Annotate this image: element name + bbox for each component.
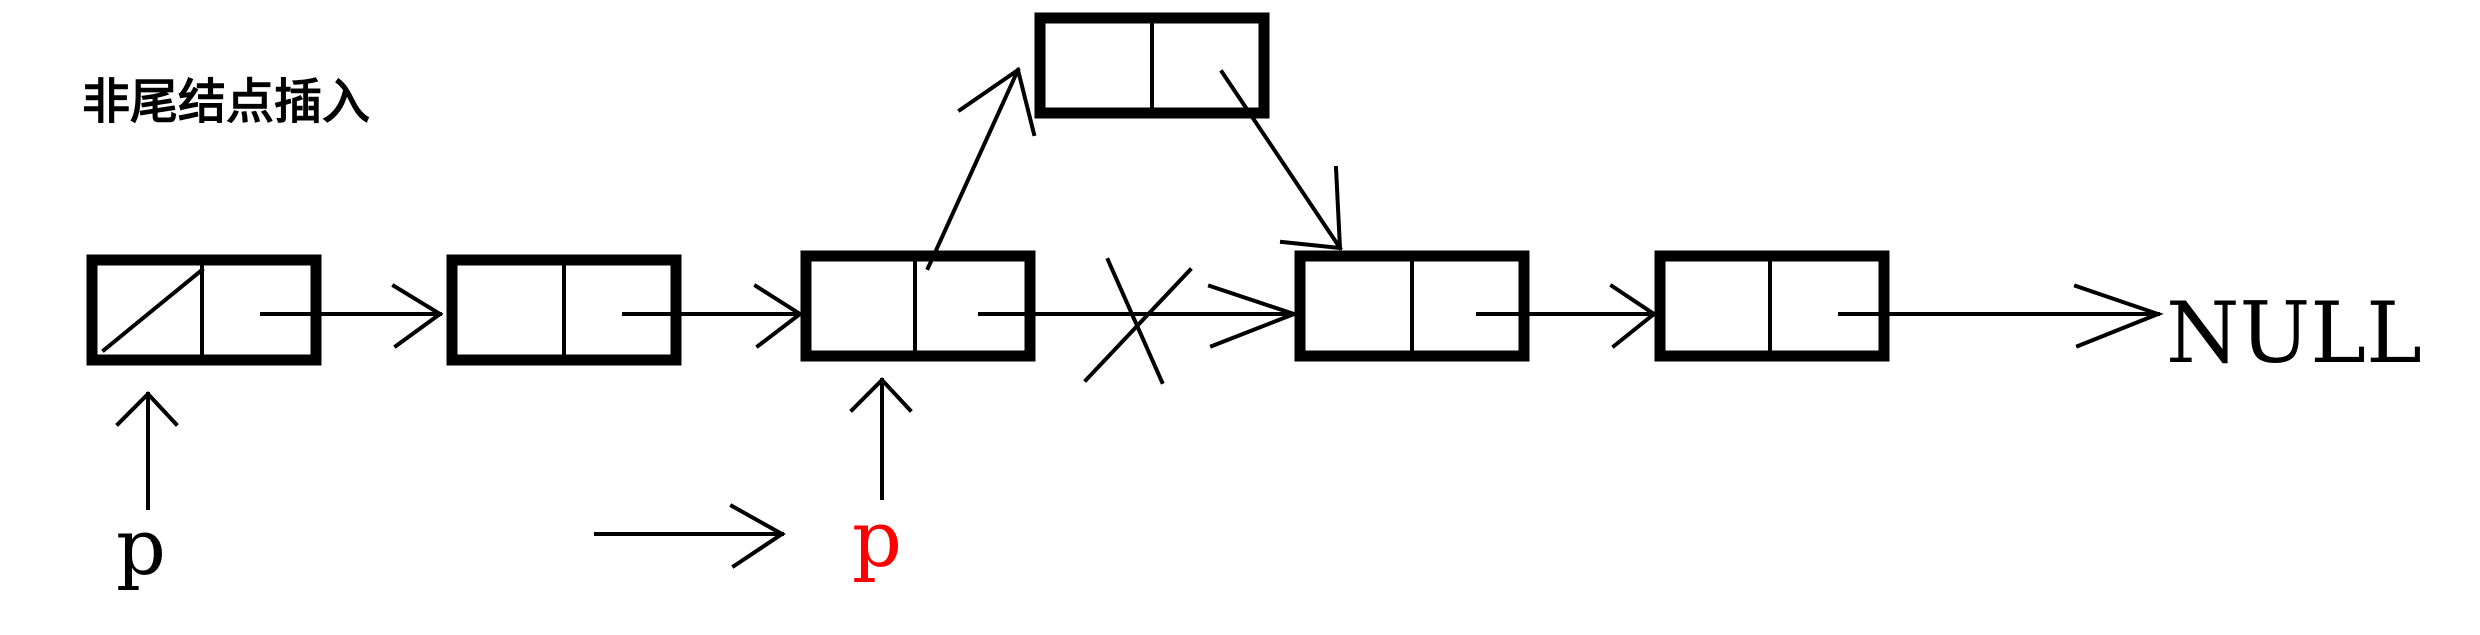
arrow-head xyxy=(2073,283,2164,349)
arrow-head xyxy=(1279,165,1343,251)
arrow-node-1-to-node-2 xyxy=(260,283,444,349)
pointer-p-start: p xyxy=(115,391,179,593)
new-node xyxy=(1034,12,1270,119)
arrow-node-4-to-node-5 xyxy=(1476,283,1658,349)
arrow-node-3-to-new-node xyxy=(925,66,1037,271)
node-5 xyxy=(1654,250,1890,362)
arrow-node-5-to-null xyxy=(1838,283,2164,349)
node-1 xyxy=(86,254,322,366)
cross-mark-line-1 xyxy=(1105,257,1165,385)
broken-link-node-3-to-node-4 xyxy=(978,257,1300,385)
arrow-new-node-to-node-4 xyxy=(1219,69,1343,251)
arrow-node-2-to-node-3 xyxy=(622,283,804,349)
arrow-head xyxy=(729,503,786,569)
pointer-arrow-head xyxy=(849,377,913,413)
pointer-p-moved: p xyxy=(849,377,913,585)
arrow-head xyxy=(957,66,1037,137)
arrow-head xyxy=(391,283,444,349)
pointer-label-moved: p xyxy=(852,495,902,585)
pointer-arrow-head xyxy=(115,391,179,427)
node-4 xyxy=(1294,250,1530,362)
arrow-head xyxy=(1207,283,1300,349)
arrow-line xyxy=(925,67,1021,271)
head-slash xyxy=(101,267,205,353)
cross-mark-line-2 xyxy=(1083,267,1193,383)
diagram-title: 非尾结点插入 xyxy=(82,74,370,130)
node-2 xyxy=(446,254,682,366)
node-3 xyxy=(800,250,1036,362)
null-label: NULL xyxy=(2166,284,2422,382)
arrow-head xyxy=(1609,283,1658,349)
arrow-line xyxy=(1219,69,1343,251)
pointer-label-start: p xyxy=(116,503,166,593)
pointer-move-arrow xyxy=(594,503,786,569)
node-3-box xyxy=(800,250,1036,362)
arrow-head xyxy=(753,283,804,349)
